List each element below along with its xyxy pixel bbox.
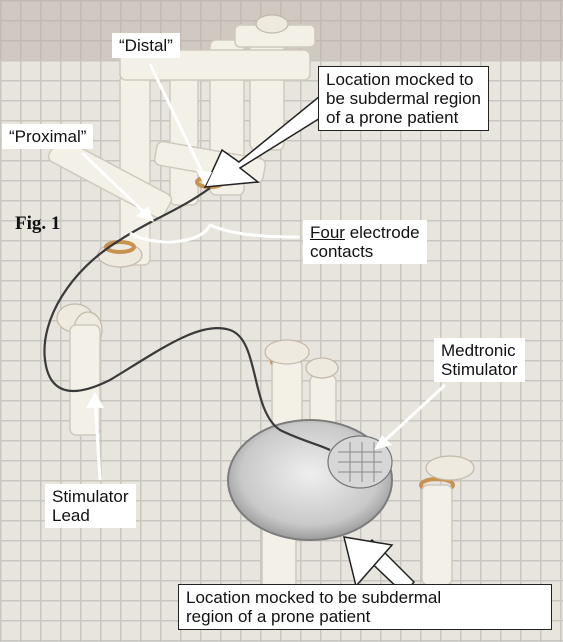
- stimulator-lead-label: Stimulator Lead: [45, 484, 136, 529]
- electrode-count-emphasis: Four: [310, 223, 345, 242]
- bottom-location-line-1: Location mocked to be subdermal: [186, 588, 442, 607]
- top-location-line-1: Location mocked to: [326, 70, 474, 89]
- medtronic-line-1: Medtronic: [441, 341, 516, 360]
- proximal-label: “Proximal”: [2, 124, 94, 150]
- electrode-label-line-2: contacts: [310, 242, 374, 262]
- lead-line-1: Stimulator: [52, 487, 129, 506]
- bottom-location-callout: Location mocked to be subdermal region o…: [178, 584, 552, 631]
- stimulator-lead-wire: [43, 187, 331, 451]
- electrode-label-rest: electrode: [344, 223, 420, 242]
- figure-label: Fig. 1: [15, 213, 61, 234]
- pointer-lines: [80, 63, 447, 481]
- distal-label: “Distal”: [112, 33, 180, 59]
- top-location-line-3: of a prone patient: [326, 108, 459, 128]
- top-location-callout: Location mocked to be subdermal region o…: [318, 66, 489, 132]
- upper-frame: [47, 24, 316, 266]
- medtronic-stimulator-device: [227, 419, 393, 541]
- electrode-contacts-label: Four electrode contacts: [303, 220, 427, 265]
- medtronic-stimulator-label: Medtronic Stimulator: [434, 338, 525, 383]
- pointer-arrowheads: [86, 170, 392, 450]
- lead-line-2: Lead: [52, 506, 90, 526]
- bottom-location-line-2: region of a prone patient: [186, 607, 371, 627]
- medtronic-line-2: Stimulator: [441, 360, 518, 380]
- top-location-line-2: be subdermal region: [326, 89, 481, 109]
- pointer-arrows: [203, 94, 416, 596]
